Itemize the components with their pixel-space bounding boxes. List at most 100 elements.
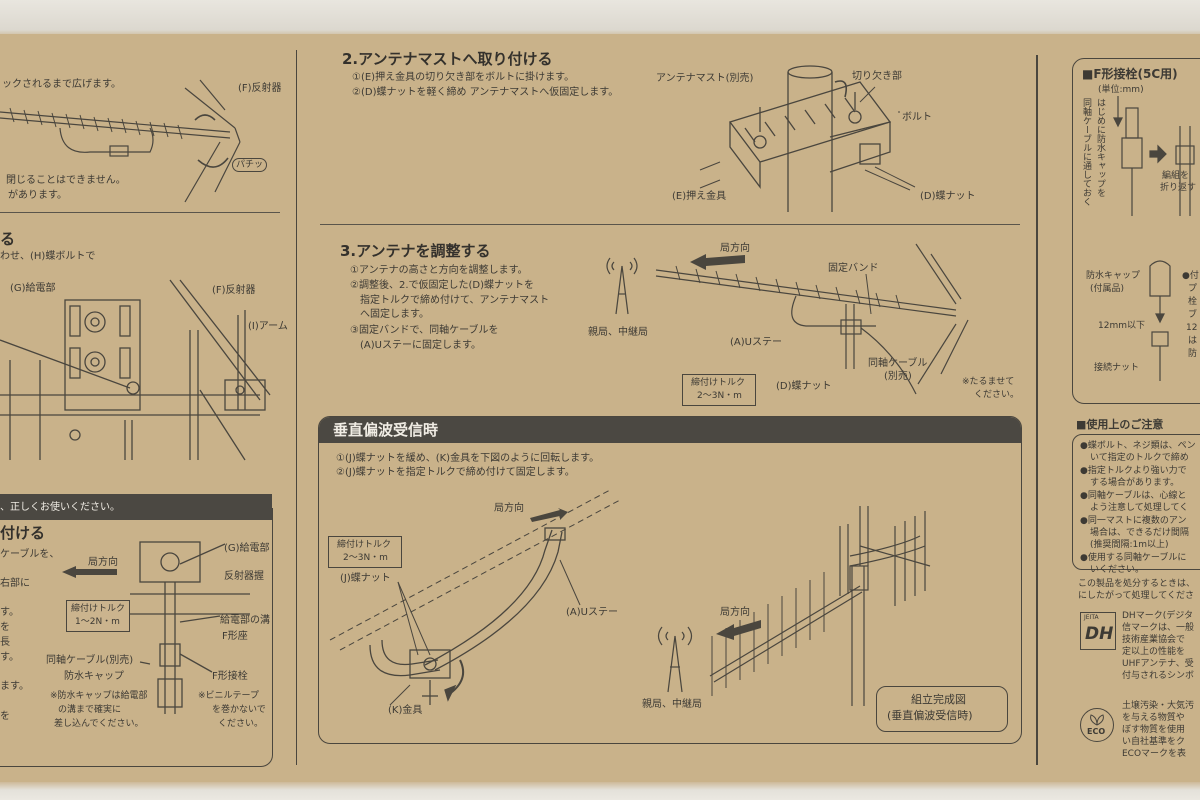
vertical-section-box [318,416,1022,744]
unit-label: (単位:mm) [1098,85,1144,95]
left-section-heading: 付ける [0,524,46,542]
step3-instruction: ①アンテナの高さと方向を調整します。 [350,265,528,276]
direction-arrow [716,620,761,640]
reflector-holder-label: 反射器握 [224,571,264,582]
antenna-top-illustration [0,79,241,203]
f-seat-label: F形座 [222,631,248,642]
feed-connector-illustration [130,541,250,714]
side-text: は [1188,336,1198,346]
direction-arrow [530,508,568,522]
waterproof-cap-label: 防水キャップ [64,671,124,682]
dh-text: 付与されるシンボ [1122,671,1195,681]
dh-text: DHマーク(デジタ [1122,611,1194,621]
eco-mark-logo: ECO [1080,708,1114,742]
vertical-section-band: 垂直偏波受信時 [319,417,1021,443]
left-text: があります。 [8,190,67,201]
wp-cap-diagram [1149,260,1171,381]
torque-value: 2〜3N・m [343,553,388,563]
usage-item: ●使用する同軸ケーブルに [1080,553,1187,563]
usage-item: する場合があります。 [1090,478,1180,488]
u-stay-label: (A)Uステー [566,607,618,618]
clamp-label: (E)押え金具 [672,191,727,202]
coax-label: 同軸ケーブル(別売) [46,655,134,666]
antenna-adjust-illustration [655,243,969,395]
left-band-text: 、正しくお使いください。 [0,502,120,513]
left-text: す。 [0,607,19,618]
left-text: わせ、(H)蝶ボルトで [0,251,96,262]
usage-item: いて指定のトルクで締め [1090,453,1189,463]
wp-cap-label: 防水キャップ [1086,271,1141,281]
assembly-complete-caption: 組立完成図 (垂直偏波受信時) [876,686,1008,732]
divider-step2-step3 [320,224,1020,225]
step2-instruction: ①(E)押え金具の切り欠き部をボルトに掛けます。 [352,72,575,83]
eco-text: ぼす物質を使用 [1122,725,1186,735]
usage-item: ●指定トルクより強い力で [1080,466,1187,476]
left-text: す。 [0,652,19,663]
dh-text: 技術産業協会で [1122,635,1186,645]
left-text: 長 [0,637,10,648]
torque-value: 1〜2N・m [75,617,120,627]
f-connector-box [1072,58,1200,404]
note-text: の溝まで確実に [58,705,122,715]
arm-label: (I)アーム [248,321,288,332]
eco-text: い自社基準をク [1122,737,1186,747]
braid-label: 折り返す [1160,183,1197,193]
bolt-label: ボルト [902,112,932,123]
torque-box-step3: 締付けトルク 2〜3N・m [682,374,756,406]
left-text: ケーブルを、 [0,549,60,560]
left-text: を [0,622,10,633]
connect-nut-label: 接続ナット [1094,363,1140,373]
usage-box [1072,434,1200,570]
torque-value: 2〜3N・m [697,391,742,401]
dh-text: 信マークは、一般 [1122,623,1195,633]
wing-nut-label: (D)蝶ナット [776,381,832,392]
torque-title: 締付けトルク [691,378,746,388]
eco-text: を与える物質や [1122,713,1185,723]
fixing-band-label: 固定バンド [828,263,879,274]
dh-text: 定以上の性能を [1122,647,1186,657]
f-connector-label: F形接栓 [212,671,248,682]
left-text: 右部に [0,578,30,589]
note-text: ※防水キャップは給電部 [50,691,148,701]
u-stay-rotation-illustration [329,489,621,706]
step3-title: 3.アンテナを調整する [340,242,491,260]
station-label: 親局、中継局 [588,327,648,338]
step3-instruction: ③固定バンドで、同軸ケーブルを [350,325,499,336]
torque-title: 締付けトルク [71,604,126,614]
left-text: を [0,711,10,722]
left-text: 閉じることはできません。 [6,175,126,186]
feed-label: (G)給電部 [224,543,270,554]
mast-mount-illustration [699,65,916,212]
usage-item: (推奨間隔:1m以上) [1090,540,1169,550]
usage-item: ●同軸ケーブルは、心線と [1080,491,1187,501]
dh-mark-logo: JEITA DH [1080,612,1116,650]
left-band [0,494,272,520]
step3-instruction: ②調整後、2.で仮固定した(D)蝶ナットを [350,280,535,291]
usage-item: ●同一マストに複数のアン [1080,516,1187,526]
divider-left-1 [0,212,280,213]
dh-text: UHFアンテナ、受 [1122,659,1194,669]
dh-badge: JEITA [1084,614,1099,621]
eco-text: 土壌汚染・大気汚 [1122,701,1195,711]
side-text: ●付 [1182,271,1199,281]
reflector-label: (F)反射器 [212,285,256,296]
side-text: ブ [1188,310,1198,320]
vertical-instruction: ②(J)蝶ナットを指定トルクで締め付けて固定します。 [336,467,575,478]
station-label: 親局、中継局 [642,699,702,710]
direction-label: 局方向 [494,503,524,514]
notch-label: 切り欠き部 [852,71,902,82]
click-sound-label: パチッ [232,158,268,172]
vertical-note: はじめに防水キャップを [1095,98,1105,197]
vinyl-note: ください。 [218,719,264,729]
step3-instruction: (A)Uステーに固定します。 [360,340,481,351]
usage-item: よう注意して処理してく [1090,503,1189,513]
side-text: 12 [1186,323,1198,333]
reflector-label: (F)反射器 [238,83,282,94]
direction-label: 局方向 [88,557,118,568]
step3-instruction: 指定トルクで締め付けて、アンテナマスト [360,295,550,306]
vinyl-note: ※ビニルテープ [198,691,260,701]
torque-title: 締付けトルク [337,540,392,550]
direction-arrow [62,566,117,578]
feed-groove-label: 給電部の溝 [220,615,270,626]
side-text: 防 [1188,349,1198,359]
